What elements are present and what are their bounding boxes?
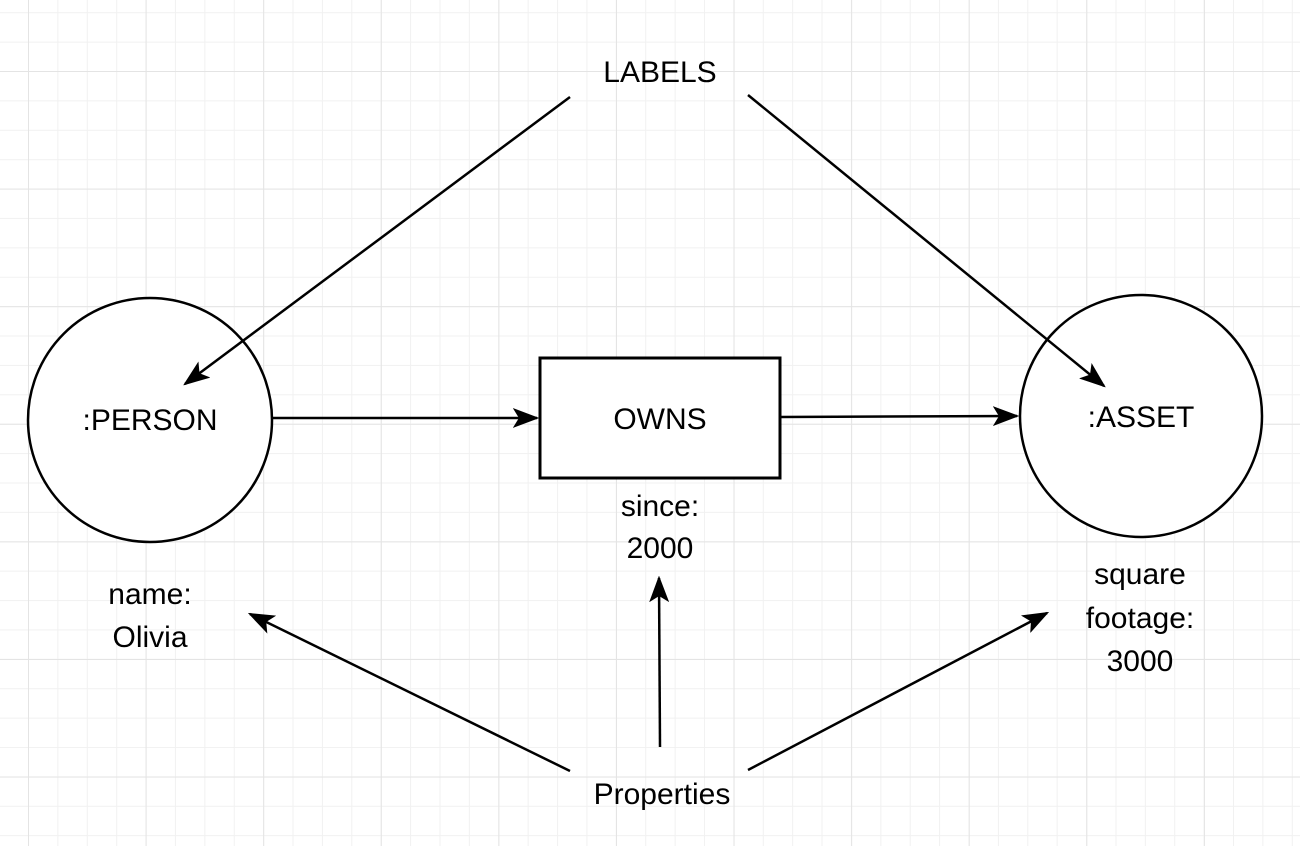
asset-node-label: :ASSET [1088, 401, 1195, 434]
owns-property-line-1: since: [621, 490, 699, 523]
owns-to-asset-arrow [779, 416, 1017, 417]
person-node-circle [26, 296, 274, 544]
asset-node-circle [1018, 293, 1264, 539]
owns-property-line-2: 2000 [627, 532, 694, 565]
properties-annotation: Properties [594, 778, 731, 811]
asset-property-line-1: square [1094, 558, 1186, 591]
asset-property-line-3: 3000 [1107, 645, 1174, 678]
asset-property-line-2: footage: [1086, 602, 1194, 635]
labels-annotation: LABELS [603, 56, 716, 89]
owns-relationship-box [538, 356, 782, 480]
labels-to-person-arrow [185, 95, 571, 384]
person-property-line-2: Olivia [112, 621, 187, 654]
owns-relationship-label: OWNS [613, 403, 706, 436]
properties-to-since-arrow [659, 578, 660, 748]
labels-to-asset-arrow [747, 94, 1104, 386]
properties-to-name-arrow [250, 612, 571, 773]
properties-to-footage-arrow [747, 613, 1047, 772]
person-property-line-1: name: [108, 578, 191, 611]
person-node-label: :PERSON [82, 404, 217, 437]
